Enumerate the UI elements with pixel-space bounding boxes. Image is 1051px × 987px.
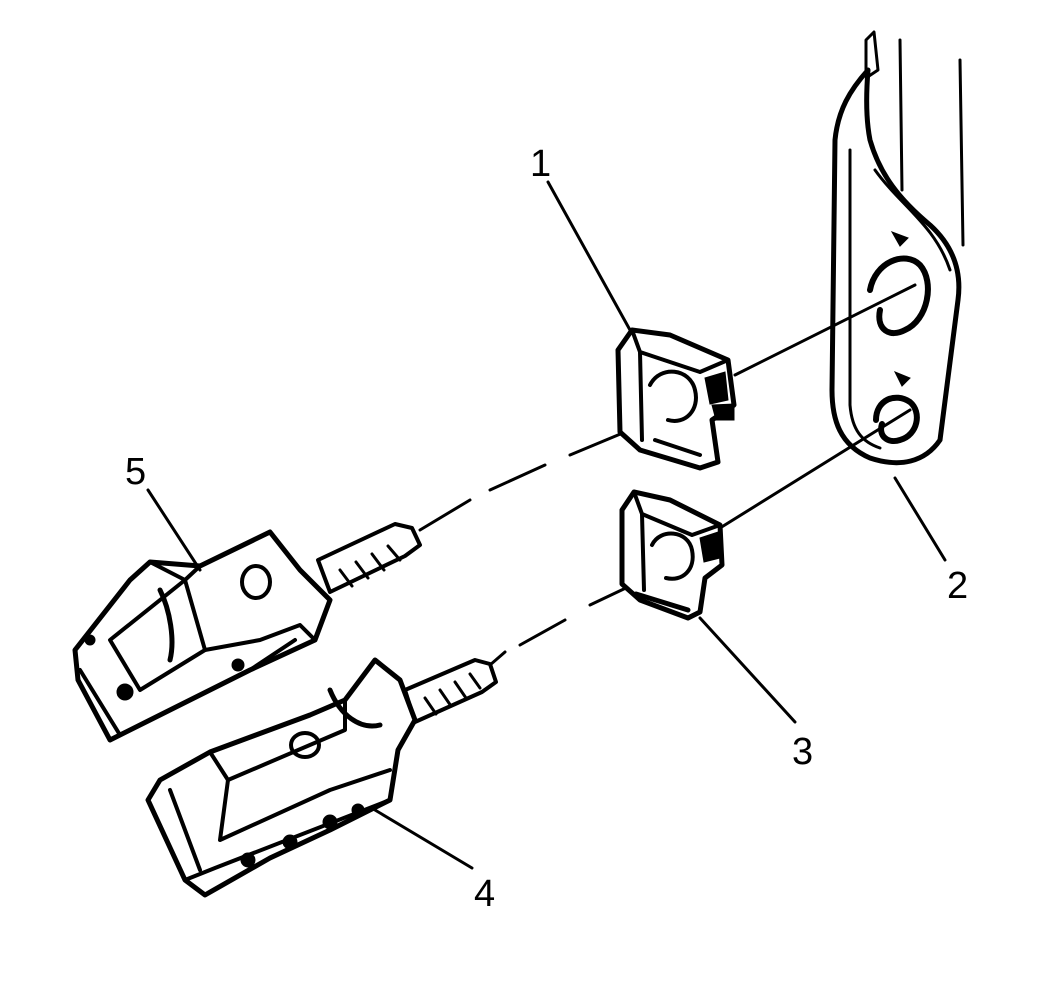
callout-5: 5 [125, 451, 146, 493]
callout-3: 3 [792, 731, 813, 773]
mounting-plate [829, 30, 965, 466]
lower-striker [145, 657, 498, 898]
callout-2: 2 [947, 565, 968, 607]
upper-striker [72, 522, 422, 743]
callout-1: 1 [530, 143, 551, 185]
callout-4: 4 [474, 873, 495, 915]
lower-retainer [619, 489, 725, 621]
upper-retainer [615, 327, 737, 471]
leader-lines [146, 180, 947, 870]
callout-labels: 1 2 3 4 5 [125, 143, 968, 915]
